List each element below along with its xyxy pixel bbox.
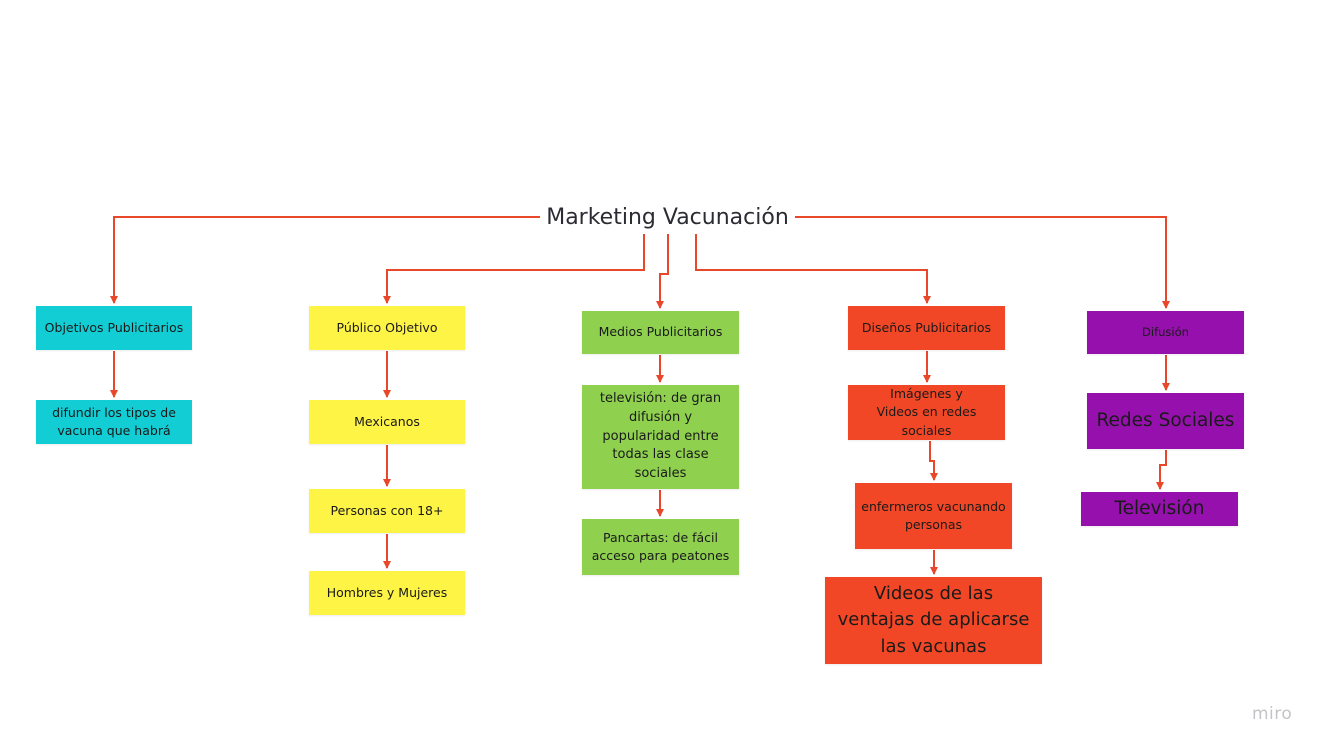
connector-difusion-2	[1156, 450, 1167, 490]
connector-root-difusion	[795, 216, 1170, 309]
node-enfermeros-vacunando[interactable]: enfermeros vacunando personas	[855, 483, 1012, 549]
node-television[interactable]: Televisión	[1081, 492, 1238, 526]
node-redes-sociales[interactable]: Redes Sociales	[1087, 393, 1244, 449]
node-difusion[interactable]: Difusión	[1087, 311, 1244, 354]
node-publico-objetivo[interactable]: Público Objetivo	[309, 306, 465, 350]
node-objetivos-publicitarios[interactable]: Objetivos Publicitarios	[36, 306, 192, 350]
node-medios-publicitarios[interactable]: Medios Publicitarios	[582, 311, 739, 354]
node-television-gran-difusion[interactable]: televisión: de gran difusión y popularid…	[582, 385, 739, 489]
node-disenos-publicitarios[interactable]: Diseños Publicitarios	[848, 306, 1005, 350]
connector-root-disenos	[695, 234, 931, 304]
connector-root-publico	[383, 234, 645, 304]
central-topic-title[interactable]: Marketing Vacunación	[540, 200, 795, 234]
connector-root-objetivos	[110, 216, 540, 304]
node-mexicanos[interactable]: Mexicanos	[309, 400, 465, 444]
node-personas-18[interactable]: Personas con 18+	[309, 489, 465, 533]
node-imagenes-videos[interactable]: Imágenes y Videos en redes sociales	[848, 385, 1005, 440]
node-pancartas[interactable]: Pancartas: de fácil acceso para peatones	[582, 519, 739, 575]
connector-root-medios	[656, 234, 669, 309]
node-hombres-mujeres[interactable]: Hombres y Mujeres	[309, 571, 465, 615]
node-difundir-tipos-vacuna[interactable]: difundir los tipos de vacuna que habrá	[36, 400, 192, 444]
miro-watermark-logo: miro	[1252, 704, 1293, 724]
node-videos-ventajas[interactable]: Videos de las ventajas de aplicarse las …	[825, 577, 1042, 664]
connector-disenos-2	[929, 441, 938, 481]
